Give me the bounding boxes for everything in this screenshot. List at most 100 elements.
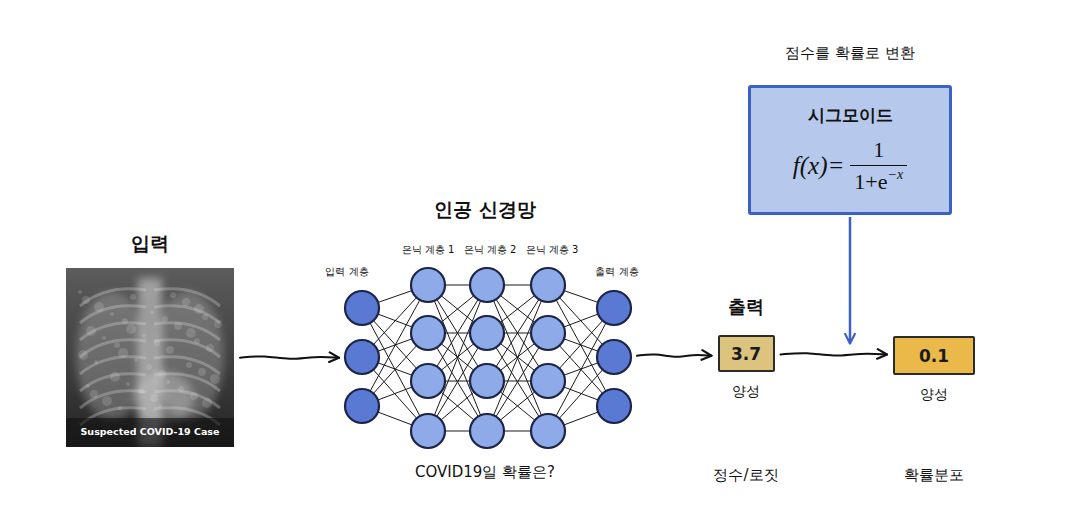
opacity-spot [78,350,88,360]
text-holder: 확률분포 [904,465,964,485]
rib [80,340,146,357]
text-holder: 인공 신경망 [434,197,536,223]
opacity-spot [122,318,128,324]
formula-fraction: 11+e−x [850,137,907,195]
opacity-spot [134,358,138,362]
xray-ground [66,268,234,447]
flow-arrow [781,353,888,355]
opacity-spot [130,294,136,300]
class-label: 양성 [920,385,948,403]
text-holder: 은닉 계층 1 [402,243,455,257]
opacity-spot [210,374,220,384]
rib [154,391,220,408]
opacity-spot [110,372,120,382]
opacity-spot [86,326,96,336]
text-holder: 정수/로짓 [713,465,778,485]
layer-label: 입력 계층 [325,265,368,279]
opacity-spot [194,304,204,314]
network-weight [428,285,487,431]
neuron [411,268,445,302]
network-bounds [345,268,631,448]
neuron [470,316,504,350]
opacity-spot [202,314,208,320]
xray-image: Suspected COVID-19 Case [66,268,234,447]
opacity-spot [174,322,182,330]
neuron [470,414,504,448]
neuron [531,316,565,350]
neuron [345,389,379,423]
neuron [531,364,565,398]
neuron [531,414,565,448]
opacity-spot [162,316,168,322]
xray-drawing [66,268,234,447]
opacity-spot [114,342,120,348]
rib [80,289,146,306]
layer-label: 은닉 계층 3 [526,243,579,257]
network-title: 인공 신경망 [434,197,536,223]
rib [154,340,220,357]
function-name: 시그모이드 [808,105,893,125]
opacity-spot [102,396,112,406]
opacity-spot [150,394,158,402]
sigmoid-box: 시그모이드f(x)=11+e−x [748,85,952,215]
formula-exponent: −x [888,167,904,182]
rib [80,357,146,374]
transform-note: 점수를 확률로 변환 [785,43,915,63]
opacity-spot [146,364,152,370]
score-node: 출력3.7양성 [718,296,775,400]
formula-denominator-line: 1+e−x [850,165,907,195]
formula-numerator: 1 [869,137,888,165]
rib [80,306,146,323]
opacity-spot [78,290,82,294]
opacity-spot [150,310,154,314]
image-caption: Suspected COVID-19 Case [81,426,220,438]
formula-denominator: 1+e [854,169,887,194]
text-holder: 은닉 계층 3 [526,243,579,257]
neuron [597,389,631,423]
neuron [470,268,504,302]
formula-lhs: f(x)= [793,152,845,180]
rib [154,289,220,306]
flow-arrow [240,356,339,358]
text-holder: 은닉 계층 2 [464,243,517,257]
opacity-spot [190,392,198,400]
layer-label: 은닉 계층 2 [464,243,517,257]
rib [154,306,220,323]
value-text: 0.1 [919,346,949,366]
opacity-spot [202,398,212,408]
network-question: COVID19일 확률은? [415,463,555,482]
opacity-spot [126,324,136,334]
axis-caption: 정수/로짓 [713,465,778,485]
opacity-spot [142,334,146,338]
opacity-spot [182,298,190,306]
rib [80,391,146,408]
value-text: 3.7 [731,344,761,364]
neuron [411,316,445,350]
layer-label: 출력 계층 [595,265,638,279]
neuron [597,340,631,374]
opacity-spot [82,296,90,304]
text-holder: 출력 계층 [595,265,638,279]
opacity-spot [186,328,196,338]
layer-label: 은닉 계층 1 [402,243,455,257]
flow-arrow [637,354,712,356]
opacity-spot [170,292,176,298]
text-holder: COVID19일 확률은? [415,463,555,482]
neuron [597,291,631,325]
class-label: 양성 [732,382,760,400]
opacity-spot [110,312,114,316]
opacity-spot [90,390,98,398]
section-heading: 입력 [131,232,169,254]
opacity-spot [118,406,122,410]
opacity-spot [194,338,200,344]
neuron [411,414,445,448]
opacity-spot [94,302,104,312]
opacity-spot [154,340,160,346]
opacity-spot [126,382,130,386]
rib [80,323,146,340]
neuron [345,340,379,374]
pointer-arrow [849,217,852,344]
probability-node: 0.1 양성 [893,336,975,403]
